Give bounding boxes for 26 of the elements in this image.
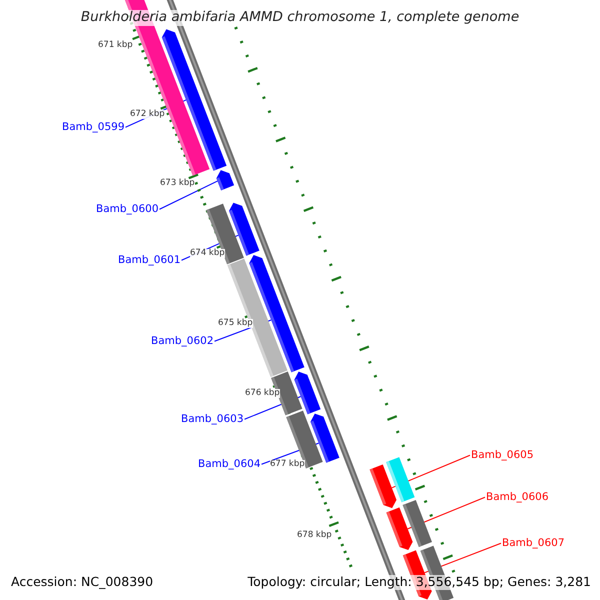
genome-summary: Topology: circular; Length: 3,556,545 bp; Genes: 3,281 xyxy=(246,575,593,590)
scale-label: 676 kbp xyxy=(245,389,280,398)
scale-label: 675 kbp xyxy=(218,319,253,328)
gene-label: Bamb_0602 xyxy=(151,336,214,346)
gene-glyph xyxy=(229,202,260,256)
gene-glyph xyxy=(294,372,321,414)
gene-glyph xyxy=(310,414,340,463)
gene-label: Bamb_0604 xyxy=(198,459,261,470)
scale-label: 674 kbp xyxy=(190,249,225,258)
gene-label: Bamb_0606 xyxy=(486,492,549,502)
gene-label: Bamb_0605 xyxy=(471,450,534,460)
scale-label: 678 kbp xyxy=(297,531,332,540)
gene-label: Bamb_0601 xyxy=(118,255,181,266)
scale-label: 673 kbp xyxy=(160,179,195,188)
scale-label: 677 kbp xyxy=(270,460,305,468)
gene-label: Bamb_0599 xyxy=(62,122,125,132)
accession-text: Accession: NC_008390 xyxy=(9,575,156,590)
scale-label: 672 kbp xyxy=(130,110,165,118)
gene-glyph xyxy=(386,507,413,550)
gene-glyph xyxy=(370,464,396,508)
gene-glyph xyxy=(216,170,234,190)
scale-label: 671 kbp xyxy=(98,41,133,50)
gene-label: Bamb_0603 xyxy=(181,414,244,424)
leader-line xyxy=(159,180,218,210)
gene-label: Bamb_0600 xyxy=(96,204,159,214)
gene-label: Bamb_0607 xyxy=(502,538,565,548)
